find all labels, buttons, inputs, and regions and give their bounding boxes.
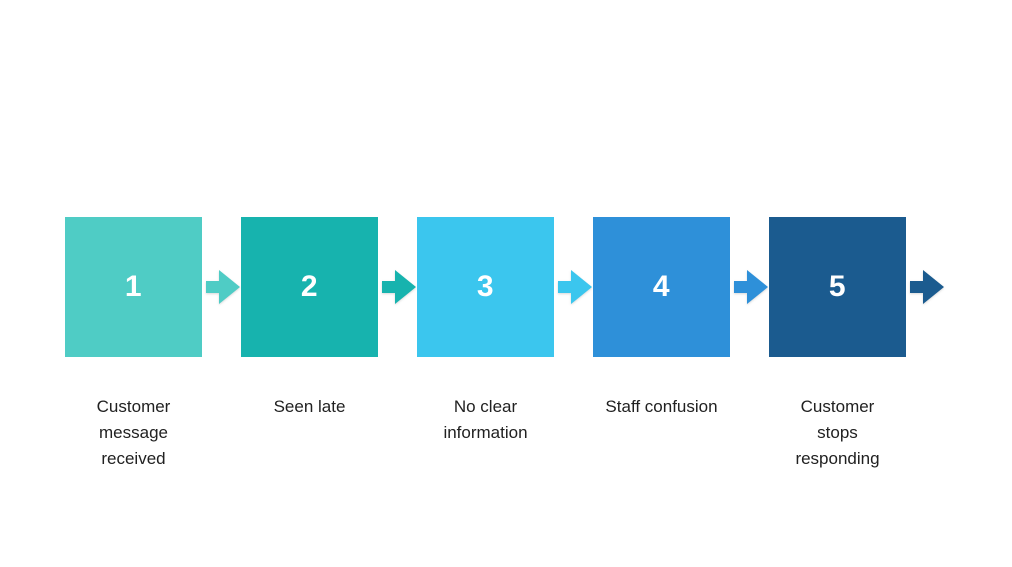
step-1: 1 Customer message received [65,217,241,497]
process-flow-diagram: 1 Customer message received 2 Seen late [65,217,945,497]
step-2-box: 2 [241,217,378,357]
arrow-right-icon [734,270,768,304]
arrow-right-icon [206,270,240,304]
step-2-label: Seen late [273,397,346,416]
step-3-label: No clear information [443,397,528,442]
step-4-box: 4 [593,217,730,357]
step-5-box: 5 [769,217,906,357]
step-4: 4 Staff confusion [593,217,769,497]
step-2-number: 2 [300,270,319,303]
step-5-number: 5 [828,270,847,303]
step-3-box: 3 [417,217,554,357]
step-1-label: Customer message received [96,397,171,468]
step-3-number: 3 [476,270,495,303]
step-5-label: Customer stops responding [795,397,880,468]
step-1-number: 1 [124,270,143,303]
step-4-label: Staff confusion [605,397,718,416]
step-2: 2 Seen late [241,217,417,497]
step-4-number: 4 [652,270,671,303]
arrow-right-icon [910,270,944,304]
step-3: 3 No clear information [417,217,593,497]
arrow-right-icon [382,270,416,304]
arrow-right-icon [558,270,592,304]
step-1-box: 1 [65,217,202,357]
step-5: 5 Customer stops responding [769,217,945,497]
